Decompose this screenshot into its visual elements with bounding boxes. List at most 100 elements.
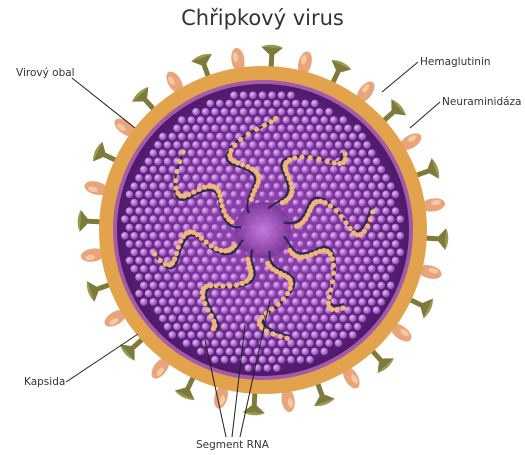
capsid-bead: [373, 240, 381, 248]
capsid-bead: [192, 339, 200, 347]
capsid-bead: [245, 298, 253, 306]
nucleoprotein-bead: [181, 149, 186, 154]
capsid-bead: [311, 216, 318, 223]
capsid-bead: [292, 331, 300, 339]
capsid-bead: [159, 282, 167, 290]
capsid-bead: [264, 166, 272, 174]
capsid-bead: [293, 233, 299, 239]
capsid-bead: [254, 100, 262, 108]
nucleoprotein-bead: [330, 256, 335, 261]
nucleoprotein-bead: [368, 217, 373, 222]
capsid-bead: [363, 158, 371, 166]
capsid-bead: [154, 207, 162, 215]
capsid-bead: [192, 174, 200, 182]
capsid-bead: [145, 224, 153, 232]
capsid-bead: [306, 174, 314, 182]
capsid-bead: [330, 133, 338, 141]
capsid-bead: [373, 174, 381, 182]
capsid-bead: [221, 174, 229, 182]
capsid-bead: [392, 240, 400, 248]
capsid-bead: [268, 339, 276, 347]
capsid-bead: [169, 331, 177, 339]
capsid-bead: [221, 323, 229, 331]
capsid-bead: [359, 282, 367, 290]
nucleoprotein-bead: [246, 131, 251, 136]
capsid-bead: [268, 141, 276, 149]
capsid-bead: [235, 183, 242, 190]
capsid-bead: [207, 216, 214, 223]
capsid-bead: [249, 339, 257, 347]
capsid-bead: [240, 125, 248, 133]
capsid-bead: [211, 290, 219, 298]
capsid-bead: [349, 331, 357, 339]
capsid-bead: [164, 141, 172, 149]
capsid-bead: [169, 315, 177, 323]
capsid-bead: [325, 323, 333, 331]
capsid-bead: [140, 166, 148, 174]
capsid-bead: [335, 323, 343, 331]
capsid-bead: [373, 306, 381, 314]
capsid-bead: [306, 141, 314, 149]
capsid-bead: [330, 166, 338, 174]
capsid-bead: [268, 174, 275, 181]
capsid-bead: [221, 339, 229, 347]
capsid-bead: [264, 149, 272, 157]
capsid-bead: [126, 240, 134, 248]
capsid-bead: [164, 207, 172, 215]
capsid-bead: [216, 216, 223, 223]
capsid-bead: [202, 108, 210, 116]
capsid-bead: [283, 116, 291, 124]
capsid-bead: [183, 125, 191, 133]
capsid-bead: [235, 331, 243, 339]
capsid-bead: [306, 191, 314, 199]
capsid-bead: [150, 182, 158, 190]
capsid-bead: [268, 290, 276, 298]
capsid-bead: [311, 232, 318, 239]
capsid-bead: [378, 265, 386, 273]
capsid-bead: [240, 290, 248, 298]
capsid-bead: [349, 282, 357, 290]
capsid-bead: [264, 348, 272, 356]
capsid-bead: [368, 249, 376, 257]
capsid-bead: [302, 298, 310, 306]
capsid-bead: [135, 273, 143, 281]
capsid-bead: [368, 199, 376, 207]
capsid-bead: [359, 182, 367, 190]
nucleoprotein-bead: [339, 214, 344, 219]
capsid-bead: [378, 199, 386, 207]
capsid-bead: [192, 323, 200, 331]
capsid-bead: [283, 133, 291, 141]
capsid-bead: [292, 166, 300, 174]
capsid-bead: [292, 315, 300, 323]
capsid-bead: [164, 290, 172, 298]
nucleoprotein-bead: [209, 313, 214, 318]
capsid-bead: [349, 182, 357, 190]
capsid-bead: [269, 191, 275, 197]
capsid-bead: [231, 208, 237, 214]
capsid-bead: [321, 116, 329, 124]
capsid-bead: [183, 141, 191, 149]
capsid-bead: [230, 323, 238, 331]
capsid-bead: [164, 191, 172, 199]
capsid-bead: [349, 149, 357, 157]
capsid-bead: [230, 92, 238, 100]
capsid-bead: [178, 182, 186, 190]
capsid-bead: [135, 224, 143, 232]
capsid-bead: [178, 315, 186, 323]
capsid-bead: [245, 331, 253, 339]
capsid-bead: [278, 290, 286, 298]
capsid-bead: [226, 133, 234, 141]
capsid-bead: [306, 125, 314, 133]
capsid-bead: [316, 141, 324, 149]
nucleoprotein-bead: [214, 283, 219, 288]
nucleoprotein-bead: [175, 191, 180, 196]
capsid-bead: [297, 191, 304, 198]
capsid-bead: [245, 315, 253, 323]
capsid-bead: [211, 207, 218, 214]
capsid-bead: [169, 282, 177, 290]
capsid-bead: [154, 306, 162, 314]
capsid-bead: [307, 224, 314, 231]
nucleoprotein-bead: [158, 258, 163, 263]
nucleoprotein-bead: [197, 187, 202, 192]
capsid-bead: [340, 315, 348, 323]
